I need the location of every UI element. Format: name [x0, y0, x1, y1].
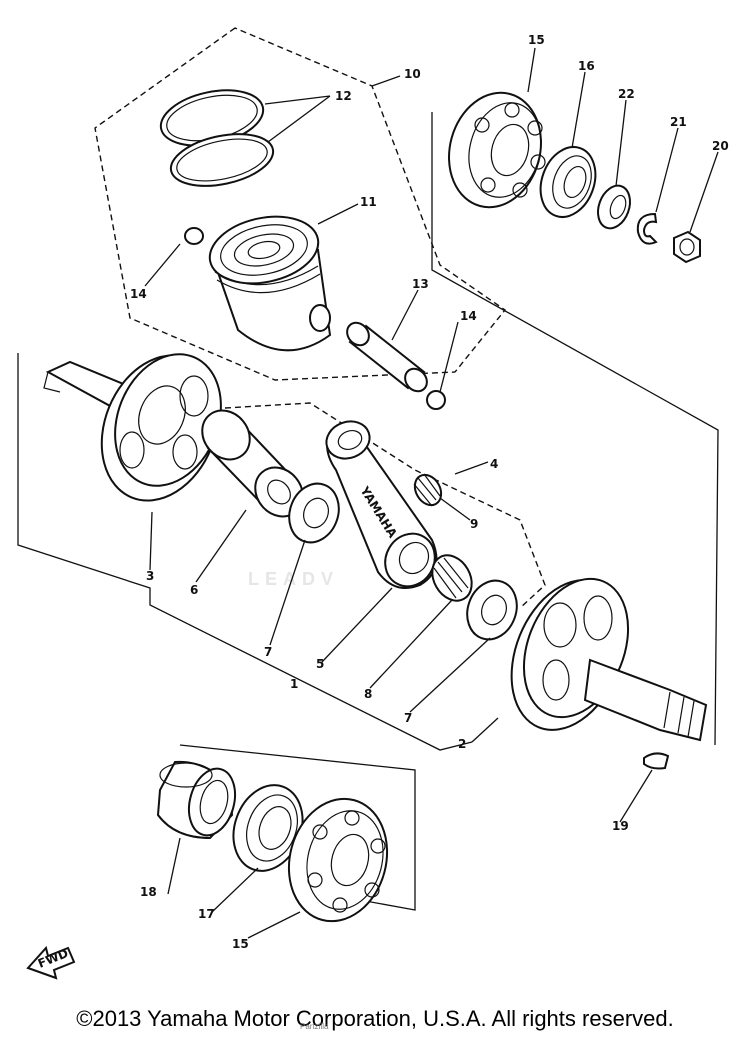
callout-1: 1 — [290, 677, 298, 691]
crank-left-half — [43, 353, 222, 502]
leader-lines — [144, 47, 719, 939]
woodruff-key — [643, 752, 670, 770]
bearing-group-outline — [431, 112, 719, 746]
callout-20: 20 — [712, 139, 729, 153]
callout-8: 8 — [364, 687, 372, 701]
callout-15a: 15 — [528, 33, 545, 47]
lock-washer — [636, 212, 658, 245]
callout-18: 18 — [140, 885, 157, 899]
thrust-washer-left — [288, 482, 340, 544]
callout-4: 4 — [490, 457, 498, 471]
piston — [208, 215, 332, 352]
callout-9: 9 — [470, 517, 478, 531]
oil-seal-lower — [232, 784, 304, 872]
callout-3: 3 — [146, 569, 154, 583]
image-credit: Partzilla — [300, 1022, 329, 1031]
connecting-rod: YAMAHA — [325, 420, 438, 589]
bearing-lower — [287, 797, 389, 923]
piston-rings — [159, 89, 275, 187]
piston-group-outline — [94, 27, 507, 381]
crank-assembly-outline — [17, 353, 473, 751]
forward-arrow-icon: FWD — [26, 945, 76, 980]
callout-7b: 7 — [404, 711, 412, 725]
collar-spacer — [156, 760, 237, 840]
callout-5: 5 — [316, 657, 324, 671]
callout-22: 22 — [618, 87, 635, 101]
crankshaft-piston-diagram: LEADV — [17, 27, 729, 980]
callout-13: 13 — [412, 277, 429, 291]
callout-16: 16 — [578, 59, 595, 73]
lower-bearing-outline — [179, 744, 416, 911]
small-end-bearing — [413, 473, 443, 507]
nut — [673, 230, 701, 264]
circlip-upper — [184, 227, 204, 245]
bearing-top — [448, 91, 546, 209]
callout-11: 11 — [360, 195, 377, 209]
big-end-bearing — [431, 554, 473, 602]
callout-17: 17 — [198, 907, 215, 921]
callout-21: 21 — [670, 115, 687, 129]
callout-19: 19 — [612, 819, 629, 833]
callout-7a: 7 — [264, 645, 272, 659]
callout-2: 2 — [458, 737, 466, 751]
thrust-washer-right — [466, 579, 518, 641]
washer — [597, 184, 631, 230]
callout-15b: 15 — [232, 937, 249, 951]
oil-seal-top — [539, 146, 597, 218]
watermark: LEADV — [248, 569, 339, 589]
circlip-lower — [426, 390, 446, 410]
piston-pin — [346, 321, 428, 393]
callout-12: 12 — [335, 89, 352, 103]
callout-14a: 14 — [130, 287, 147, 301]
callout-10: 10 — [404, 67, 421, 81]
callout-14b: 14 — [460, 309, 477, 323]
crank-right-half — [510, 577, 708, 742]
callout-numbers: 1 2 3 4 5 6 7 7 8 9 10 11 12 13 14 14 15… — [130, 33, 729, 951]
conrod-group-outline — [224, 402, 546, 609]
callout-6: 6 — [190, 583, 198, 597]
crank-pin — [201, 409, 304, 518]
copyright-notice: ©2013 Yamaha Motor Corporation, U.S.A. A… — [76, 1006, 674, 1031]
